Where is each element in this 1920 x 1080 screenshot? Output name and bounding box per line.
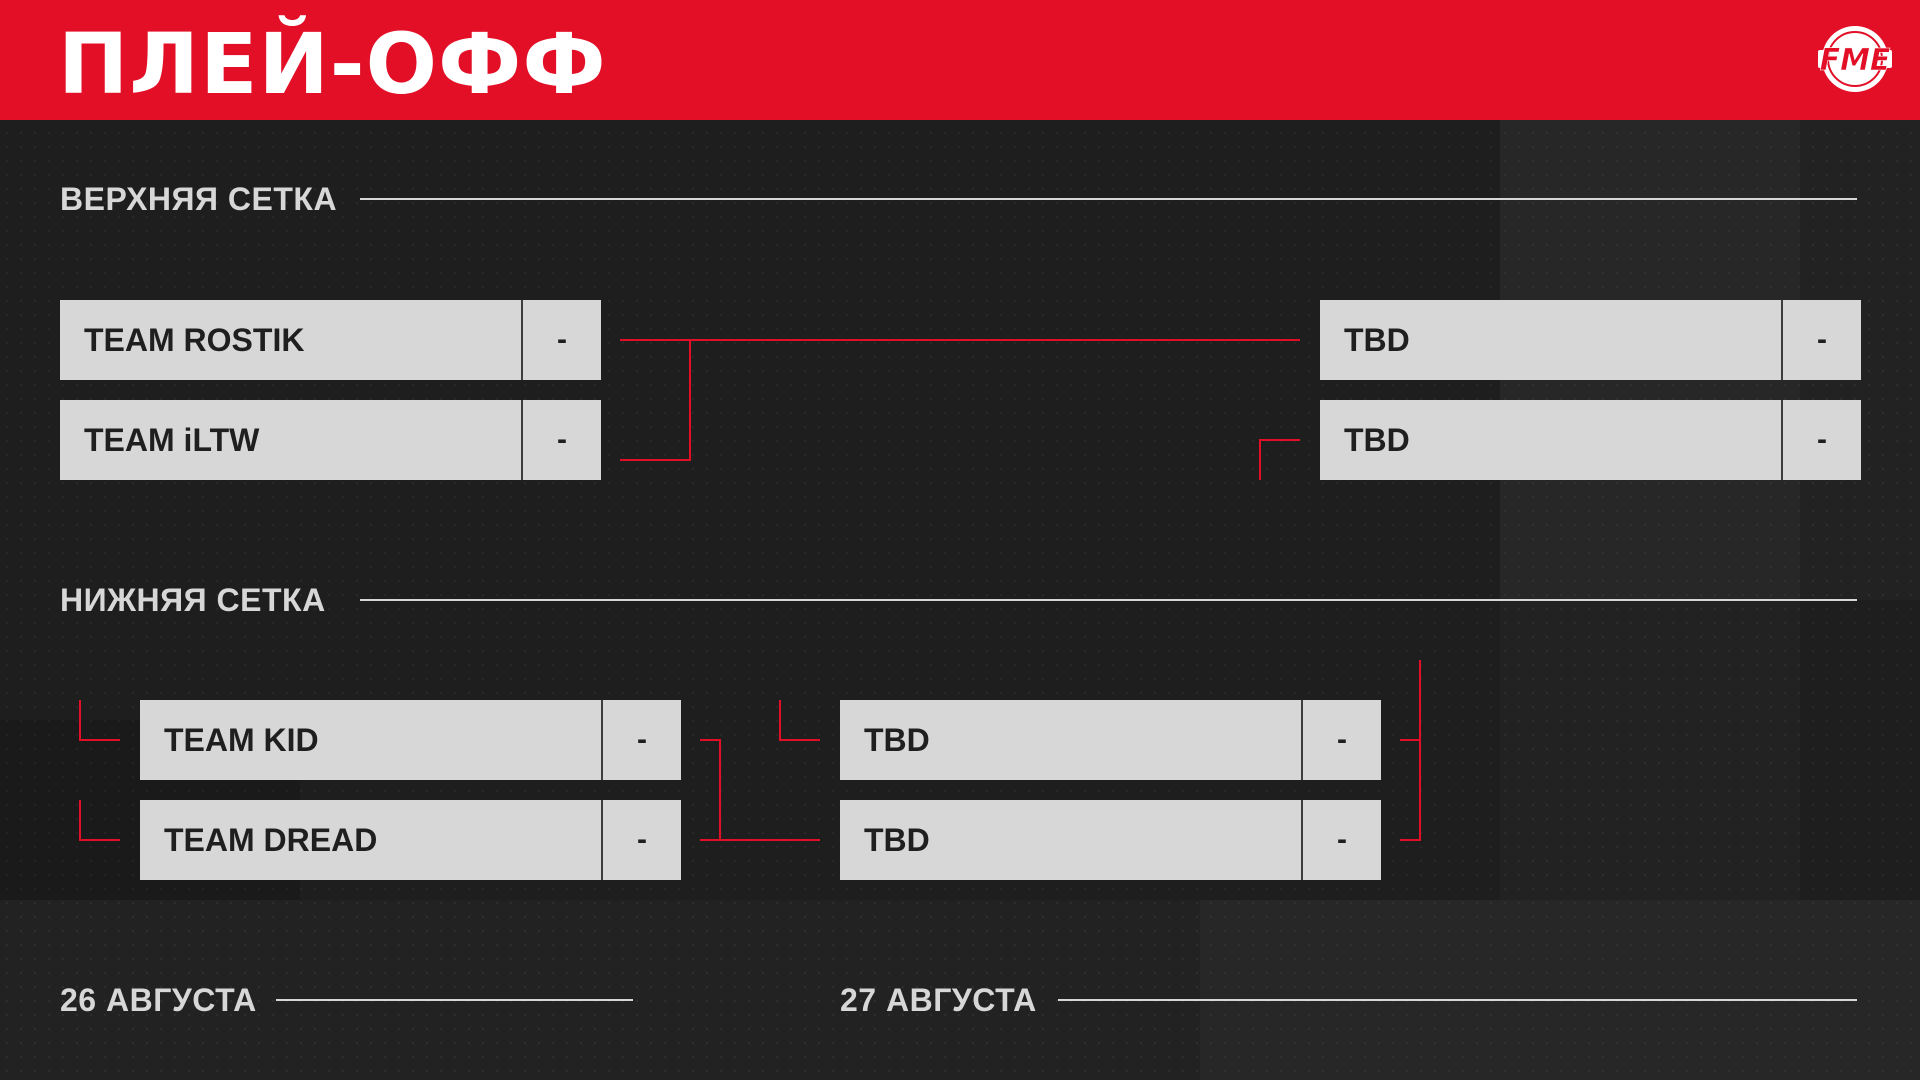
date-day-2-divider bbox=[1058, 999, 1857, 1001]
team-score: - bbox=[1817, 323, 1827, 356]
team-name: TBD bbox=[1344, 322, 1410, 358]
connector-lower-entry-b bbox=[79, 800, 120, 841]
upper-bracket-divider bbox=[360, 198, 1857, 200]
team-name: TBD bbox=[1344, 422, 1410, 458]
upper-bracket-title: ВЕРХНЯЯ СЕТКА bbox=[60, 181, 338, 217]
team-name: TBD bbox=[864, 822, 930, 858]
date-day-1: 26 АВГУСТА bbox=[60, 982, 257, 1018]
date-day-2: 27 АВГУСТА bbox=[840, 982, 1037, 1018]
team-score: - bbox=[1337, 823, 1347, 856]
match-slot-upper-final-a[interactable]: TBD - bbox=[1320, 300, 1861, 380]
team-name: TBD bbox=[864, 722, 930, 758]
score-divider bbox=[1781, 300, 1783, 380]
connector-upper-r1-to-final bbox=[620, 339, 1300, 461]
lower-bracket-divider bbox=[360, 599, 1857, 601]
team-name: TEAM KID bbox=[164, 722, 319, 758]
score-divider bbox=[1301, 700, 1303, 780]
score-divider bbox=[1781, 400, 1783, 480]
svg-text:FME: FME bbox=[1820, 43, 1891, 78]
score-divider bbox=[601, 800, 603, 880]
team-score: - bbox=[1817, 423, 1827, 456]
page-title: ПЛЕЙ-ОФФ bbox=[58, 15, 607, 113]
lower-bracket-title: НИЖНЯЯ СЕТКА bbox=[60, 582, 326, 618]
connector-lower-entry-r2 bbox=[779, 700, 820, 741]
team-score: - bbox=[557, 323, 567, 356]
team-score: - bbox=[637, 823, 647, 856]
header-bar: ПЛЕЙ-ОФФ FME bbox=[0, 0, 1920, 120]
fme-logo-icon: FME bbox=[1818, 26, 1892, 92]
score-divider bbox=[601, 700, 603, 780]
team-score: - bbox=[1337, 723, 1347, 756]
connector-lower-r2-out bbox=[1400, 660, 1421, 841]
match-slot-lower-r2-a[interactable]: TBD - bbox=[840, 700, 1381, 780]
connector-lower-r1-to-r2 bbox=[700, 739, 820, 841]
team-name: TEAM iLTW bbox=[84, 422, 260, 458]
connector-upper-final-drop bbox=[1259, 439, 1300, 480]
team-score: - bbox=[637, 723, 647, 756]
connector-lower-entry-a bbox=[79, 700, 120, 741]
match-slot-upper-r1-a[interactable]: TEAM ROSTIK - bbox=[60, 300, 601, 380]
match-slot-lower-r2-b[interactable]: TBD - bbox=[840, 800, 1381, 880]
score-divider bbox=[521, 300, 523, 380]
match-slot-lower-r1-b[interactable]: TEAM DREAD - bbox=[140, 800, 681, 880]
team-name: TEAM ROSTIK bbox=[84, 322, 305, 358]
match-slot-upper-final-b[interactable]: TBD - bbox=[1320, 400, 1861, 480]
match-slot-lower-r1-a[interactable]: TEAM KID - bbox=[140, 700, 681, 780]
team-name: TEAM DREAD bbox=[164, 822, 378, 858]
team-score: - bbox=[557, 423, 567, 456]
match-slot-upper-r1-b[interactable]: TEAM iLTW - bbox=[60, 400, 601, 480]
date-day-1-divider bbox=[276, 999, 633, 1001]
background-panel bbox=[1800, 600, 1920, 900]
score-divider bbox=[1301, 800, 1303, 880]
score-divider bbox=[521, 400, 523, 480]
